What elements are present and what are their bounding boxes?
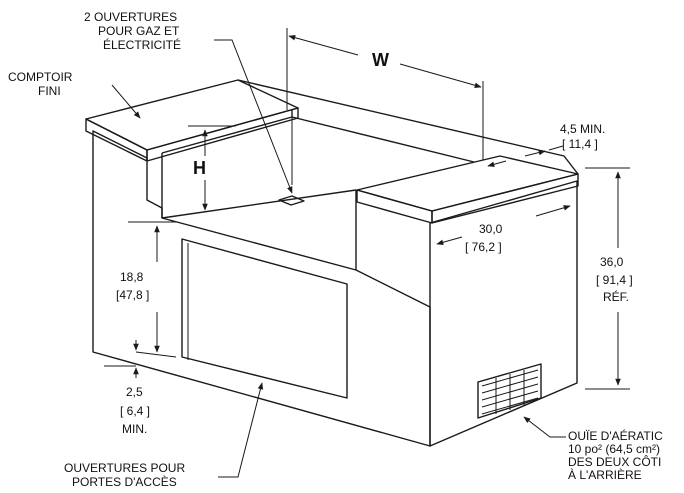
label-total-height-line1: 36,0 bbox=[600, 255, 624, 269]
label-counter-line1: COMPTOIR bbox=[8, 70, 73, 84]
vent-louver bbox=[477, 363, 542, 419]
label-openings-gas-line2: POUR GAZ ET bbox=[98, 24, 180, 38]
label-depth-line2: [ 76,2 ] bbox=[465, 240, 502, 254]
base-height-dimension bbox=[104, 340, 139, 378]
label-vent-line3: DES DEUX CÔTI bbox=[568, 454, 661, 469]
label-base-line1: 2,5 bbox=[126, 385, 143, 399]
label-base-line3: MIN. bbox=[122, 422, 147, 436]
label-width: W bbox=[372, 50, 389, 70]
label-vent-line1: OUÏE D'AÉRATIC bbox=[568, 428, 663, 443]
rear-clearance-dimension bbox=[487, 145, 564, 168]
opening-height-dimension bbox=[128, 221, 177, 358]
label-vent-line2: 10 po² (64,5 cm²) bbox=[568, 442, 660, 456]
width-dimension bbox=[286, 28, 484, 160]
label-total-height-line2: [ 91,4 ] bbox=[596, 273, 633, 287]
label-openings-gas-line3: ÉLECTRICITÉ bbox=[103, 37, 181, 52]
label-access-line2: PORTES D'ACCÈS bbox=[72, 474, 177, 489]
leader-lines bbox=[111, 39, 566, 478]
label-base-line2: [ 6,4 ] bbox=[120, 404, 150, 418]
label-counter-line2: FINI bbox=[38, 84, 61, 98]
gas-electric-opening bbox=[278, 195, 305, 206]
total-height-dimension bbox=[585, 167, 630, 390]
label-openings-gas-line1: 2 OUVERTURES bbox=[84, 10, 177, 24]
label-total-height-line3: RÉF. bbox=[603, 289, 629, 304]
depth-dimension bbox=[436, 205, 571, 245]
label-access-line1: OUVERTURES POUR bbox=[64, 461, 185, 475]
access-door-opening bbox=[181, 238, 348, 399]
text-labels: 2 OUVERTURES POUR GAZ ET ÉLECTRICITÉ COM… bbox=[8, 10, 663, 489]
recess-well bbox=[161, 110, 475, 270]
label-vent-line4: À L'ARRIÈRE bbox=[568, 467, 642, 482]
cabinet-body bbox=[92, 130, 578, 447]
label-rear-min-line1: 4,5 MIN. bbox=[560, 122, 605, 136]
label-depth-line1: 30,0 bbox=[479, 222, 503, 236]
height-dimension bbox=[188, 125, 236, 211]
label-opening-height-line1: 18,8 bbox=[120, 270, 144, 284]
label-height: H bbox=[193, 158, 206, 178]
label-rear-min-line2: [ 11,4 ] bbox=[562, 137, 598, 151]
label-opening-height-line2: [47,8 ] bbox=[116, 288, 149, 302]
